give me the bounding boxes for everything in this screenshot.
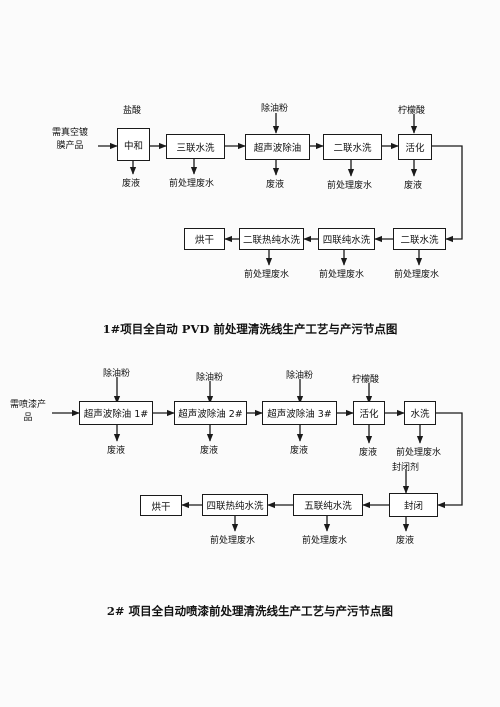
d1-input-degrease: 除油粉 <box>261 104 289 114</box>
d1-input-citric: 柠檬酸 <box>398 106 426 116</box>
d2-input-sealant: 封闭剂 <box>392 463 420 473</box>
d1-step-triple-rinse: 三联水洗 <box>166 134 225 159</box>
d1-step-quad-pure: 四联纯水洗 <box>318 228 375 250</box>
d2-input-degrease-1: 除油粉 <box>103 369 131 379</box>
d2-out-rinse: 前处理废水 <box>396 448 442 458</box>
d2-input-degrease-3: 除油粉 <box>286 371 314 381</box>
d2-step-five-pure: 五联纯水洗 <box>293 494 363 516</box>
d2-step-us1: 超声波除油 1# <box>79 401 153 425</box>
d1-out-activate: 废液 <box>404 181 423 191</box>
d2-out-seal: 废液 <box>396 536 415 546</box>
d2-step-dry: 烘干 <box>140 495 182 516</box>
d2-out-activate: 废液 <box>359 448 378 458</box>
d1-out-neutralize: 废液 <box>122 179 141 189</box>
d1-input-hcl: 盐酸 <box>123 106 142 116</box>
d2-out-five-pure: 前处理废水 <box>302 536 348 546</box>
d1-source-product: 需真空镀 膜产品 <box>52 127 88 153</box>
d2-source-line1: 需喷漆产 <box>10 400 47 410</box>
d2-input-degrease-2: 除油粉 <box>196 373 224 383</box>
d1-out-hot-pure: 前处理废水 <box>244 270 290 280</box>
d2-source-product: 需喷漆产 品 <box>10 399 46 425</box>
d2-out-quad-hot: 前处理废水 <box>210 536 256 546</box>
d1-out-ultrasonic: 废液 <box>266 180 285 190</box>
d1-step-double-rinse-a: 二联水洗 <box>323 134 382 160</box>
d2-out-us1: 废液 <box>107 446 126 456</box>
d2-out-us3: 废液 <box>290 446 309 456</box>
d1-source-line1: 需真空镀 <box>52 128 89 138</box>
d2-caption: 2# 项目全自动喷漆前处理清洗线生产工艺与产污节点图 <box>106 604 394 618</box>
d1-step-hot-pure: 二联热纯水洗 <box>239 228 304 250</box>
d1-step-ultrasonic: 超声波除油 <box>245 134 310 160</box>
d1-step-neutralize: 中和 <box>117 128 150 161</box>
d2-source-line2: 品 <box>23 413 33 423</box>
d1-step-activate: 活化 <box>398 134 432 160</box>
d1-step-double-rinse-b: 二联水洗 <box>393 228 446 250</box>
d1-source-line2: 膜产品 <box>56 141 84 151</box>
d2-step-activate: 活化 <box>353 401 385 425</box>
d1-step-dry: 烘干 <box>184 228 225 250</box>
d2-step-seal: 封闭 <box>389 493 438 517</box>
d1-out-quad-pure: 前处理废水 <box>319 270 365 280</box>
d2-step-rinse: 水洗 <box>404 401 436 425</box>
d2-step-us3: 超声波除油 3# <box>262 401 337 425</box>
d2-out-us2: 废液 <box>200 446 219 456</box>
d2-step-quad-hot: 四联热纯水洗 <box>202 494 268 516</box>
d2-input-citric: 柠檬酸 <box>352 375 380 385</box>
d2-step-us2: 超声波除油 2# <box>174 401 247 425</box>
d1-out-triple-rinse: 前处理废水 <box>169 179 215 189</box>
d1-out-double-rinse-a: 前处理废水 <box>327 181 373 191</box>
d1-caption: 1#项目全自动 PVD 前处理清洗线生产工艺与产污节点图 <box>102 322 398 336</box>
d1-out-double-rinse-b: 前处理废水 <box>394 270 440 280</box>
